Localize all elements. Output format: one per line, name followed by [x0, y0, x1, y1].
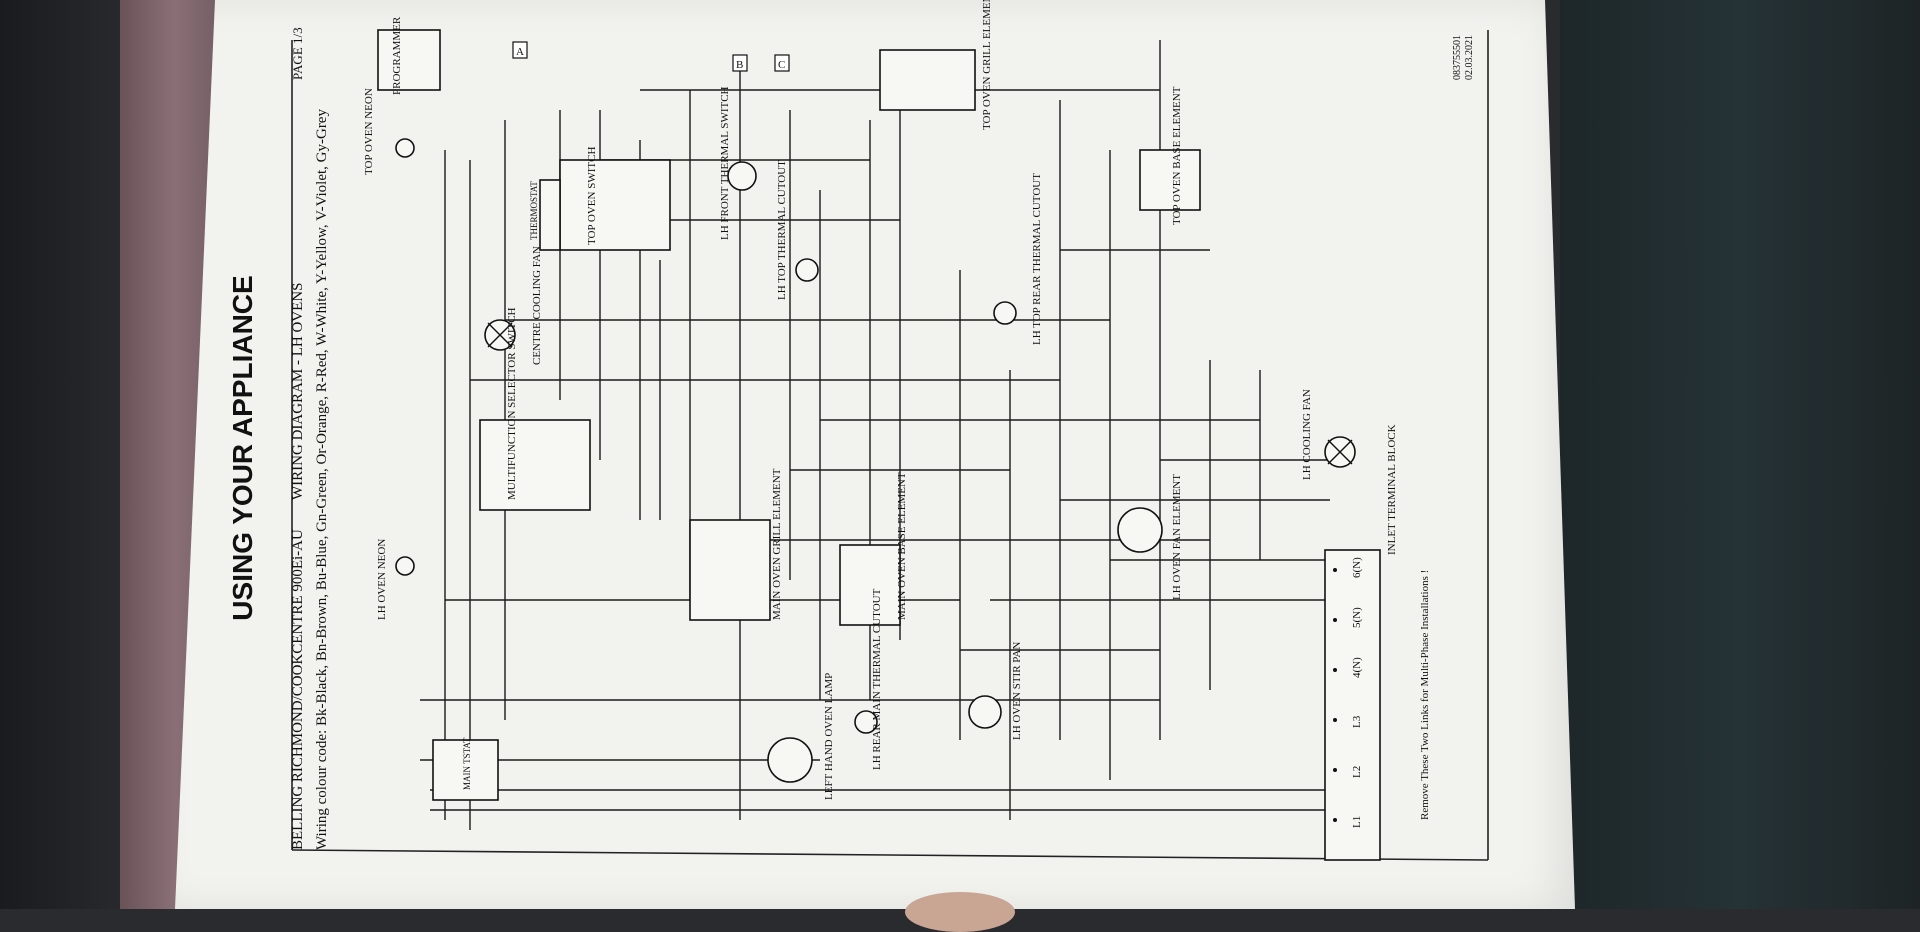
section-title: USING YOUR APPLIANCE — [227, 275, 258, 620]
multifunction-switch-box — [479, 419, 591, 511]
oven-lamp-icon — [767, 737, 813, 783]
thermostat-box — [539, 179, 561, 251]
terminal-label: L2 — [1351, 766, 1363, 778]
lh-oven-fan-element-label: LH OVEN FAN ELEMENT — [1171, 474, 1183, 600]
thumb — [905, 892, 1015, 932]
lh-oven-neon-label: LH OVEN NEON — [376, 539, 388, 620]
lh-top-thermal-cutout-label: LH TOP THERMAL CUTOUT — [776, 160, 788, 300]
top-oven-neon-label: TOP OVEN NEON — [363, 88, 375, 175]
page-number: PAGE 1/3 — [290, 27, 305, 80]
lh-front-thermal-switch-label: LH FRONT THERMAL SWITCH — [719, 86, 731, 240]
main-oven-grill-box — [689, 519, 771, 621]
main-oven-base-box — [839, 544, 901, 626]
programmer-box — [377, 29, 441, 91]
main-oven-base-label: MAIN OVEN BASE ELEMENT — [896, 472, 908, 620]
lh-oven-fan-element-icon — [1117, 507, 1163, 553]
wiring-diagram-photo: USING YOUR APPLIANCE BELLING RICHMOND/CO… — [227, 0, 1489, 861]
model-title: BELLING RICHMOND/COOKCENTRE 900Ei-AU — [290, 529, 306, 850]
off-page-ref-b: B — [736, 59, 743, 71]
multifunction-switch-label: MULTIFUNCTION SELECTOR SWITCH — [506, 307, 518, 500]
main-tstat-label: MAIN TSTAT — [462, 737, 472, 790]
lh-top-rear-cutout-label: LH TOP REAR THERMAL CUTOUT — [1031, 173, 1043, 345]
top-oven-grill-box — [879, 49, 976, 111]
multi-phase-note: Remove These Two Links for Multi-Phase I… — [1419, 570, 1431, 820]
lh-oven-stir-pan-label: LH OVEN STIR PAN — [1011, 642, 1023, 740]
background-right — [1560, 0, 1920, 909]
centre-cooling-fan-label: CENTRE COOLING FAN — [531, 246, 543, 365]
top-oven-base-box — [1139, 149, 1201, 211]
page-frame — [291, 30, 1489, 861]
terminal-label: 4(N) — [1351, 657, 1363, 678]
doc-date: 02.03.2021 — [1464, 35, 1475, 80]
lh-top-rear-cutout-icon — [993, 301, 1017, 325]
off-page-ref-c: C — [778, 59, 785, 71]
terminal-label: 5(N) — [1351, 607, 1363, 628]
terminal-block — [1324, 549, 1381, 861]
terminal-label: 6(N) — [1351, 557, 1363, 578]
top-oven-grill-label: TOP OVEN GRILL ELEMENT — [981, 0, 993, 130]
inlet-terminal-block-label: INLET TERMINAL BLOCK — [1386, 424, 1398, 555]
off-page-ref-a: A — [516, 46, 524, 58]
terminal-label: L1 — [1351, 816, 1363, 828]
doc-number: 083755501 — [1452, 35, 1463, 80]
lh-rear-main-cutout-label: LH REAR MAIN THERMAL CUTOUT — [871, 588, 883, 770]
lh-front-thermal-switch-icon — [727, 161, 757, 191]
lh-oven-neon-icon — [395, 556, 415, 576]
diagram-title: WIRING DIAGRAM - LH OVENS — [290, 283, 306, 500]
terminal-dots — [1333, 568, 1337, 822]
top-oven-neon-icon — [395, 138, 415, 158]
main-tstat-box — [432, 739, 499, 801]
oven-lamp-label: LEFT HAND OVEN LAMP — [823, 673, 835, 800]
lh-top-thermal-cutout-icon — [795, 258, 819, 282]
main-oven-grill-label: MAIN OVEN GRILL ELEMENT — [771, 468, 783, 620]
top-oven-base-label: TOP OVEN BASE ELEMENT — [1171, 86, 1183, 225]
lh-cooling-fan-label: LH COOLING FAN — [1301, 389, 1313, 480]
lh-rear-main-cutout-icon — [854, 710, 878, 734]
lh-oven-stir-pan-icon — [968, 695, 1002, 729]
thermostat-label: THERMOSTAT — [529, 181, 539, 240]
top-oven-switch-label: TOP OVEN SWITCH — [586, 147, 598, 245]
top-oven-switch-box — [559, 159, 671, 251]
colour-code: Wiring colour code: Bk-Black, Bn-Brown, … — [314, 109, 330, 850]
terminal-label: L3 — [1351, 715, 1363, 728]
programmer-label: PROGRAMMER — [391, 16, 403, 95]
